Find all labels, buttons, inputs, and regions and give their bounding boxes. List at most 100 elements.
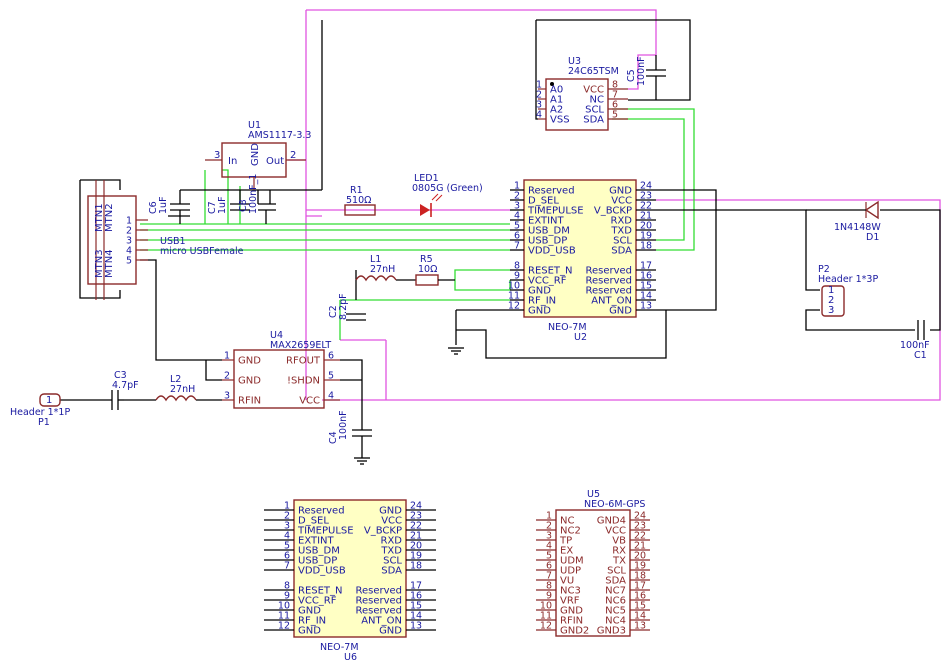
u6-pin-20-label: TXD xyxy=(380,546,402,557)
u2-pin-8-label: RESET_N xyxy=(528,266,573,277)
u5-pin-2-number: 2 xyxy=(546,521,552,532)
u2-pin-7-number: 7 xyxy=(514,241,520,252)
u6-pin-14-number: 14 xyxy=(410,611,422,622)
c2-capacitor: C2 8.2pF xyxy=(328,293,366,321)
c8-ref: C8 xyxy=(238,199,249,212)
u5-pin-23-number: 23 xyxy=(634,521,646,532)
u6-pin-12-label: GND xyxy=(298,626,321,637)
l2-coil xyxy=(155,395,197,402)
u5-pin-14-number: 14 xyxy=(634,611,646,622)
u4-pin-1-number: 1 xyxy=(224,351,230,362)
c1-capacitor: 100nF C1 xyxy=(900,320,930,361)
u6-pin-18-number: 18 xyxy=(410,561,422,572)
c2-ref: C2 xyxy=(328,305,339,318)
u6-pin-6-label: USB_DP xyxy=(298,556,337,567)
u6-pin-7-label: VDD_USB xyxy=(298,566,346,577)
u5-pin-4-label: EX xyxy=(560,546,573,557)
r1-value: 510Ω xyxy=(346,195,371,206)
c5-ref: C5 xyxy=(626,69,637,82)
c6-value: 1uF xyxy=(158,196,169,214)
l1-coil xyxy=(355,275,397,282)
u4-pin-5-number: 5 xyxy=(328,371,334,382)
u6-pin-9-number: 9 xyxy=(284,591,290,602)
u6-pin-2-number: 2 xyxy=(284,511,290,522)
u6-pin-6-number: 6 xyxy=(284,551,290,562)
u2-pin-24-number: 24 xyxy=(640,181,652,192)
u4-pin-5-label: !SHDN xyxy=(287,376,320,387)
u6-pin-21-label: RXD xyxy=(381,536,403,547)
u4-pin-2-label: GND xyxy=(238,376,261,387)
c1-ref: C1 xyxy=(914,350,927,361)
u2-pin-13-label: GND xyxy=(609,306,632,317)
u2-pin-6-label: USB_DP xyxy=(528,236,567,247)
usb1-pin-4-number: 4 xyxy=(126,246,132,257)
p2-pin1: 1 xyxy=(828,285,834,296)
u5-pin-3-number: 3 xyxy=(546,531,552,542)
p1-body xyxy=(39,393,61,407)
usb1-mtn2: MTN2 xyxy=(104,203,115,232)
u2-pin-14-number: 14 xyxy=(640,291,652,302)
u5-pin-18-label: SDA xyxy=(605,576,626,587)
l2-ref: L2 xyxy=(170,374,181,385)
c7-capacitor: C7 1uF xyxy=(207,190,250,214)
u5-pin-1-number: 1 xyxy=(546,511,552,522)
u6-pin-1-number: 1 xyxy=(284,501,290,512)
led1-rays-icon xyxy=(431,193,443,202)
u5-pin-7-number: 7 xyxy=(546,571,552,582)
u6-pin-4-label: EXTINT xyxy=(298,536,335,547)
u6-pin-11-number: 11 xyxy=(278,611,290,622)
u6-pin-23-label: VCC xyxy=(381,516,402,527)
u6-pin-3-label: TIMEPULSE xyxy=(297,526,354,537)
u3-pin-2-label: A1 xyxy=(550,95,563,106)
u6-pin-1-label: Reserved xyxy=(298,506,345,517)
u5-pin-22-number: 22 xyxy=(634,531,646,542)
r5-resistor: R5 10Ω xyxy=(415,254,455,286)
u2-pin-17-number: 17 xyxy=(640,261,652,272)
u6-pin-14-label: ANT_ON xyxy=(361,616,402,627)
c1-value: 100nF xyxy=(900,340,930,351)
u3-pin-4-number: 4 xyxy=(536,110,542,121)
p1-pin: 1 xyxy=(46,395,52,406)
u3-pin-1-label: A0 xyxy=(550,85,563,96)
r1-ref: R1 xyxy=(350,185,363,196)
u5-pin-10-label: GND xyxy=(560,606,583,617)
c6-capacitor: C6 1uF xyxy=(148,196,190,224)
u6-pin-12-number: 12 xyxy=(278,621,290,632)
led1-ref: LED1 xyxy=(414,173,439,184)
u5-pin-2-label: NC2 xyxy=(560,526,581,537)
u6-ref: U6 xyxy=(344,652,357,663)
u2-pin-5-number: 5 xyxy=(514,221,520,232)
c6-ref: C6 xyxy=(148,201,159,214)
u4-pin-3-number: 3 xyxy=(224,391,230,402)
u4-pin-6-number: 6 xyxy=(328,351,334,362)
u6-pin-15-number: 15 xyxy=(410,601,422,612)
r5-ref: R5 xyxy=(420,254,433,265)
c3-value: 4.7pF xyxy=(112,380,139,391)
u2-pin-15-number: 15 xyxy=(640,281,652,292)
c5-value: 100nF xyxy=(636,56,647,86)
u2-pin-9-label: VCC_RF xyxy=(528,276,567,287)
u2-pin-21-label: RXD xyxy=(611,216,633,227)
p2-ref: P2 xyxy=(818,264,830,275)
u2-pin-4-label: EXTINT xyxy=(528,216,565,227)
usb1-mtn4: MTN4 xyxy=(104,249,115,278)
usb1-mtn1: MTN1 xyxy=(94,203,105,232)
r5-value: 10Ω xyxy=(418,264,437,275)
u3-ref: U3 xyxy=(568,56,581,67)
u3-pin-7-number: 7 xyxy=(612,90,618,101)
usb1-pin-5-number: 5 xyxy=(126,256,132,267)
u6-body xyxy=(293,499,407,638)
d1-value: 1N4148W xyxy=(834,222,881,233)
usb1-value: micro USBFemale xyxy=(160,246,244,257)
u3-pin-1-number: 1 xyxy=(536,80,542,91)
u6-pin-11-label: RF_IN xyxy=(298,616,326,627)
u4-value: MAX2659ELT xyxy=(270,340,331,351)
led1-triangle xyxy=(420,204,430,216)
u6-pin-19-number: 19 xyxy=(410,551,422,562)
u3-pin-5-number: 5 xyxy=(612,110,618,121)
